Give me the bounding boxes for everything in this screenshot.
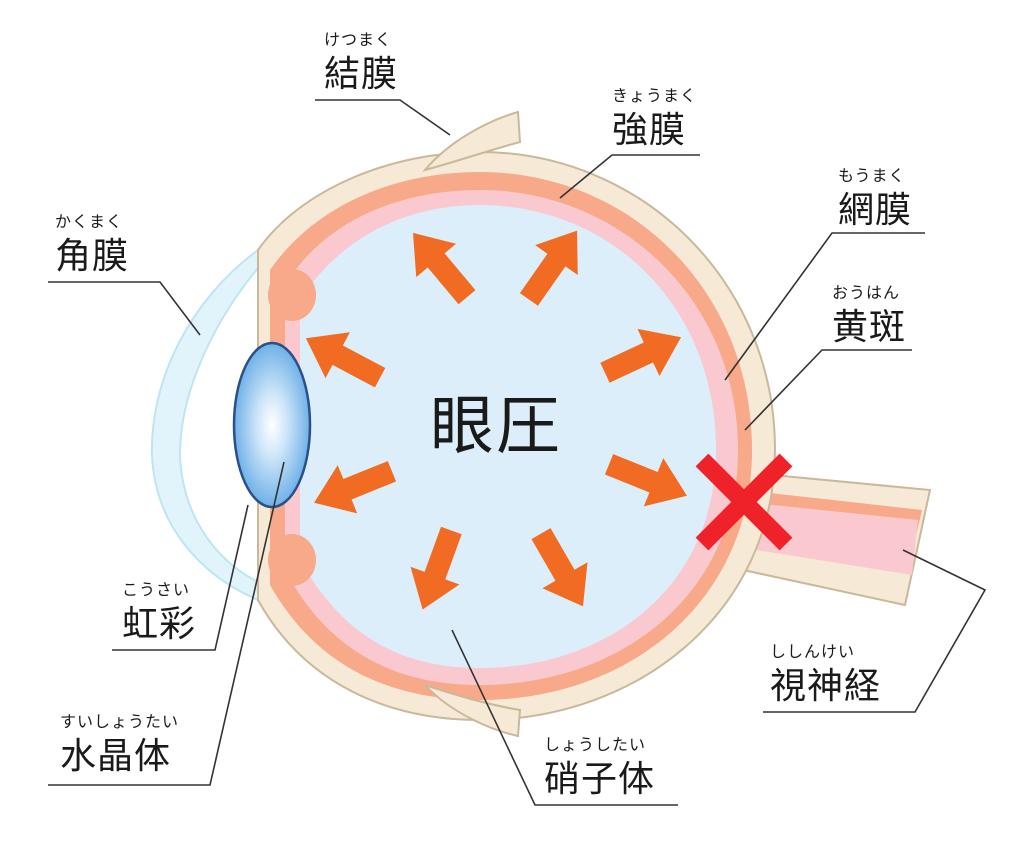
lens-shape xyxy=(232,341,312,509)
blocked-cross-mark xyxy=(695,453,793,551)
pressure-arrow-2 xyxy=(519,230,578,306)
leader-shishinkei xyxy=(763,549,987,713)
leader-moumaku xyxy=(724,232,925,381)
leader-ouhan xyxy=(744,349,912,431)
text-cornea: 角膜 xyxy=(55,236,130,277)
ruby-macula: おうはん xyxy=(832,283,901,302)
leader-shoushitai xyxy=(451,629,678,806)
pressure-arrow-1 xyxy=(413,232,476,305)
ruby-iris: こうさい xyxy=(122,580,191,599)
ciliary-body-bottom xyxy=(268,534,316,586)
label-vitreous-body: しょうしたい 硝子体 xyxy=(544,735,655,801)
text-iris: 虹彩 xyxy=(122,604,197,645)
text-sclera: 強膜 xyxy=(612,110,687,151)
leader-suishoutai xyxy=(48,461,285,786)
pressure-arrow-3 xyxy=(600,328,682,383)
intraocular-pressure-label: 眼圧 xyxy=(430,390,562,464)
ruby-conjunctiva: けつまく xyxy=(324,30,393,49)
text-retina: 網膜 xyxy=(838,190,913,231)
ruby-lens: すいしょうたい xyxy=(60,712,180,731)
leader-lines xyxy=(48,99,987,806)
label-sclera: きょうまく 強膜 xyxy=(612,86,697,152)
text-vitreous-body: 硝子体 xyxy=(544,759,656,800)
conjunctiva-top xyxy=(422,110,522,172)
ruby-cornea: かくまく xyxy=(55,212,124,231)
text-macula: 黄斑 xyxy=(832,307,907,348)
pressure-arrow-7 xyxy=(410,526,462,610)
ruby-optic-nerve: ししんけい xyxy=(770,642,856,661)
pressure-arrow-8 xyxy=(531,528,588,607)
text-optic-nerve: 視神経 xyxy=(770,666,882,707)
text-conjunctiva: 結膜 xyxy=(324,54,399,95)
ruby-vitreous-body: しょうしたい xyxy=(544,735,647,754)
leader-kousai xyxy=(112,504,249,651)
label-macula: おうはん 黄斑 xyxy=(832,283,906,349)
ruby-sclera: きょうまく xyxy=(612,86,698,105)
pressure-arrow-4 xyxy=(305,332,386,388)
label-iris: こうさい 虹彩 xyxy=(122,580,196,646)
label-optic-nerve: ししんけい 視神経 xyxy=(770,642,881,708)
ciliary-body-top xyxy=(268,269,316,321)
label-retina: もうまく 網膜 xyxy=(838,166,912,232)
text-lens: 水晶体 xyxy=(60,736,172,777)
pressure-arrow-5 xyxy=(314,461,397,514)
label-lens: すいしょうたい 水晶体 xyxy=(60,712,179,778)
pressure-arrow-6 xyxy=(604,454,687,507)
label-conjunctiva: けつまく 結膜 xyxy=(324,30,398,96)
ruby-retina: もうまく xyxy=(838,166,906,185)
leader-ketsumaku xyxy=(315,99,451,136)
leader-kakumaku xyxy=(48,281,201,336)
label-cornea: かくまく 角膜 xyxy=(55,212,129,278)
optic-nerve-shape xyxy=(719,468,932,607)
vitreous-shape xyxy=(300,205,716,668)
pressure-arrows xyxy=(305,230,687,610)
leader-kyomaku xyxy=(559,154,700,199)
